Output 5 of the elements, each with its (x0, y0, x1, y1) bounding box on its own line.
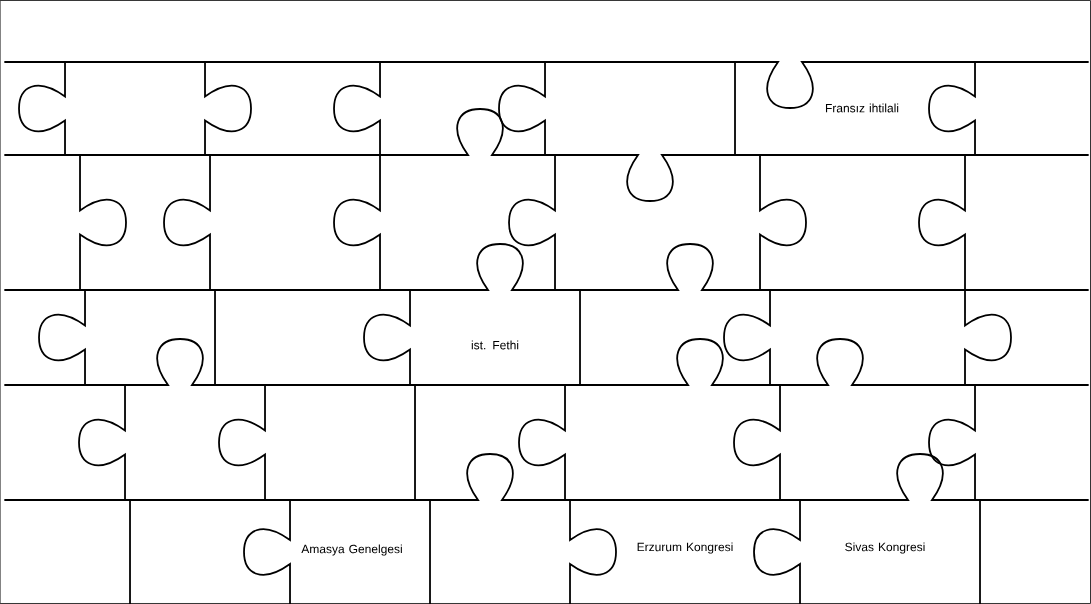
puzzle-piece-label: Amasya Genelgesi (301, 544, 402, 556)
puzzle-piece-label: Fransız ihtilali (826, 103, 899, 113)
puzzle-piece-label: ist. Fethi (471, 340, 519, 350)
puzzle-piece-label: Erzurum Kongresi (637, 542, 733, 554)
puzzle-piece-label: Sivas Kongresi (845, 542, 925, 554)
